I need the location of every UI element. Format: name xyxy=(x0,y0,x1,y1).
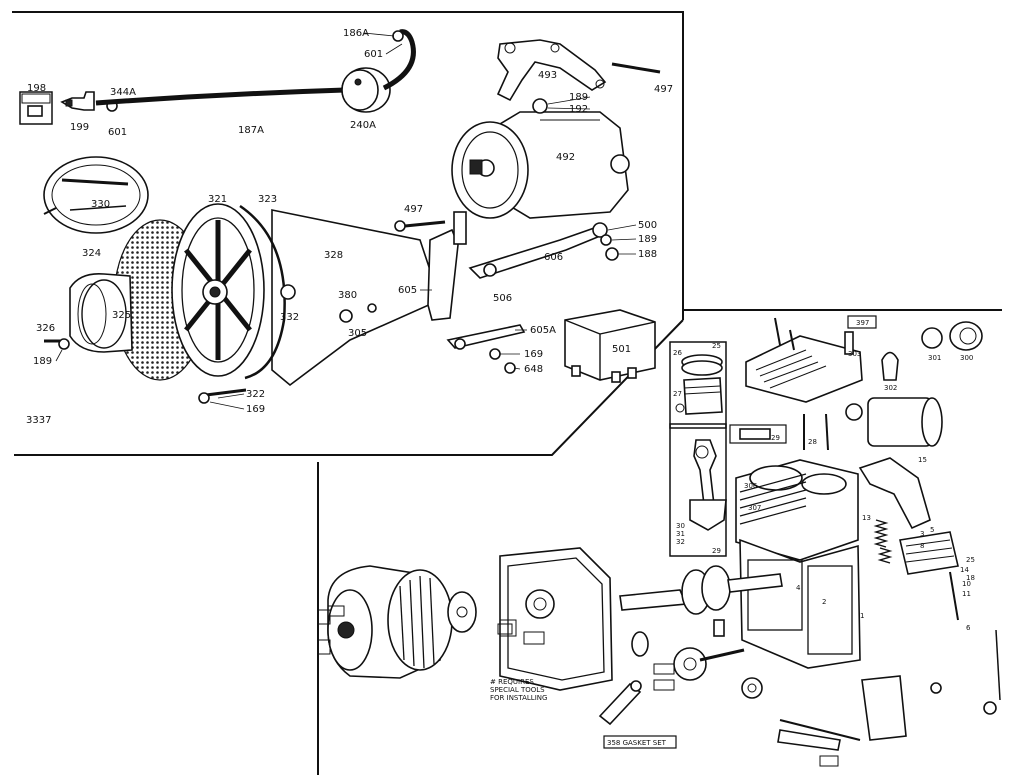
label-492: 492 xyxy=(556,152,575,163)
label-497: 497 xyxy=(404,204,423,215)
label-189: 189 xyxy=(569,92,588,103)
label-324: 324 xyxy=(82,248,101,259)
label-26: 26 xyxy=(673,349,682,357)
label-25b: 25 xyxy=(966,556,975,564)
part-501-regulator xyxy=(564,309,656,383)
label-328: 328 xyxy=(324,250,343,261)
label-240A: 240A xyxy=(350,120,376,131)
label-169: 169 xyxy=(524,349,543,360)
label-14: 14 xyxy=(960,566,969,574)
note-line-1: # REQUIRES xyxy=(490,678,534,686)
part-29-box xyxy=(669,423,727,557)
top-callouts: 186A 601 198 344A 199 601 187A 240A 493 … xyxy=(26,28,673,426)
label-326: 326 xyxy=(36,323,55,334)
label-493: 493 xyxy=(538,70,557,81)
part-300-cleaner xyxy=(845,397,943,447)
label-199: 199 xyxy=(70,122,89,133)
label-31: 31 xyxy=(676,530,685,538)
label-188: 188 xyxy=(638,249,657,260)
label-11: 11 xyxy=(962,590,971,598)
note-line-2: SPECIAL TOOLS xyxy=(490,686,545,694)
label-605A: 605A xyxy=(530,325,556,336)
part-cylinder-block xyxy=(735,459,861,669)
label-305: 305 xyxy=(348,328,367,339)
part-gear-cover xyxy=(499,547,613,691)
label-2: 2 xyxy=(822,598,826,606)
label-325: 325 xyxy=(112,310,131,321)
label-306: 306 xyxy=(744,482,758,490)
label-302: 302 xyxy=(884,384,897,392)
label-497: 497 xyxy=(654,84,673,95)
label-5: 5 xyxy=(930,526,934,534)
label-501: 501 xyxy=(612,344,631,355)
label-321: 321 xyxy=(208,194,227,205)
part-crankshaft xyxy=(619,565,783,615)
part-housing-left xyxy=(327,565,477,679)
label-300: 300 xyxy=(960,354,973,362)
label-198: 198 xyxy=(27,83,46,94)
label-192: 192 xyxy=(569,104,588,115)
part-325-housing xyxy=(69,272,133,353)
label-29b: 29 xyxy=(712,547,721,555)
label-8: 8 xyxy=(920,542,924,550)
label-606: 606 xyxy=(544,252,563,263)
label-397: 397 xyxy=(856,319,869,327)
label-4: 4 xyxy=(796,584,801,592)
label-330: 330 xyxy=(91,199,110,210)
label-15: 15 xyxy=(918,456,927,464)
diagram-id: 3337 xyxy=(26,415,51,426)
label-322: 322 xyxy=(246,389,265,400)
note-line-3: FOR INSTALLING xyxy=(490,694,547,702)
bottom-assembly: 358 GASKET SET # REQUIRES SPECIAL TOOLS … xyxy=(317,547,997,767)
label-189: 189 xyxy=(33,356,52,367)
label-380: 380 xyxy=(338,290,357,301)
label-303: 303 xyxy=(848,350,861,358)
part-25-box xyxy=(669,341,727,429)
label-13: 13 xyxy=(862,514,871,522)
label-323: 323 xyxy=(258,194,277,205)
label-301: 301 xyxy=(928,354,941,362)
label-6: 6 xyxy=(966,624,971,632)
top-assembly: 186A 601 198 344A 199 601 187A 240A 493 … xyxy=(19,28,673,426)
label-10: 10 xyxy=(962,580,971,588)
label-32: 32 xyxy=(676,538,685,546)
engine-callouts: 397 301 300 302 303 26 25 27 29 28 306 3… xyxy=(673,319,975,632)
engine-top-assembly: 397 301 300 302 303 26 25 27 29 28 306 3… xyxy=(669,315,1001,701)
label-189: 189 xyxy=(638,234,657,245)
label-500: 500 xyxy=(638,220,657,231)
label-1: 1 xyxy=(860,612,864,620)
label-28: 28 xyxy=(808,438,817,446)
label-332: 332 xyxy=(280,312,299,323)
label-30: 30 xyxy=(676,522,685,530)
part-321-pulley xyxy=(171,203,265,377)
label-187A: 187A xyxy=(238,125,264,136)
label-186A: 186A xyxy=(343,28,369,39)
part-198-box xyxy=(19,91,53,125)
label-601: 601 xyxy=(364,49,383,60)
label-601: 601 xyxy=(108,127,127,138)
label-25: 25 xyxy=(712,342,721,350)
part-330-cover xyxy=(43,156,149,234)
label-3: 3 xyxy=(920,530,924,538)
part-492-generator xyxy=(451,98,630,219)
label-27: 27 xyxy=(673,390,682,398)
label-506: 506 xyxy=(493,293,512,304)
label-344A: 344A xyxy=(110,87,136,98)
label-18: 18 xyxy=(966,574,975,582)
part-493-bracket xyxy=(496,39,661,102)
part-328-shroud xyxy=(271,209,441,387)
label-29: 29 xyxy=(771,434,780,442)
label-169: 169 xyxy=(246,404,265,415)
label-307: 307 xyxy=(748,504,761,512)
label-648: 648 xyxy=(524,364,543,375)
label-605: 605 xyxy=(398,285,417,296)
gasket-set-box xyxy=(603,735,677,749)
gasket-set-label: 358 GASKET SET xyxy=(607,739,667,747)
